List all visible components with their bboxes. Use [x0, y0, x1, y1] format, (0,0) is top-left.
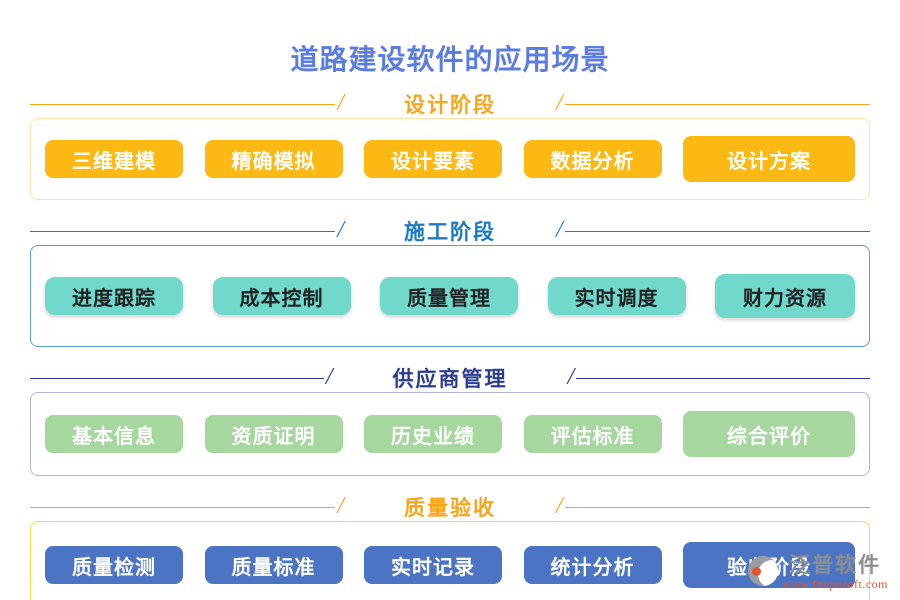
section-header: / 施工阶段 /	[30, 217, 870, 245]
scenario-button-design-plan[interactable]: 设计方案	[683, 136, 855, 182]
header-line	[30, 103, 336, 105]
sections-container: / 设计阶段 / 三维建模 精确模拟 设计要素 数据分析 设计方案 / 施工阶段…	[0, 90, 900, 600]
section-construction-phase: / 施工阶段 / 进度跟踪 成本控制 质量管理 实时调度 财力资源	[30, 217, 870, 347]
scenario-button-comprehensive-evaluation[interactable]: 综合评价	[683, 411, 855, 457]
scenario-button-realtime-records[interactable]: 实时记录	[364, 546, 502, 584]
brand-website-link[interactable]: www.fanpusoft.com	[782, 577, 888, 591]
section-box: 基本信息 资质证明 历史业绩 评估标准 综合评价	[30, 392, 870, 476]
header-line	[564, 103, 870, 105]
scenario-button-quality-standards[interactable]: 质量标准	[204, 546, 343, 584]
section-title: 质量验收	[404, 496, 496, 520]
page-title: 道路建设软件的应用场景	[290, 45, 610, 76]
brand-text: 泛普软件 www.fanpusoft.com	[782, 552, 888, 592]
scenario-button-precise-simulation[interactable]: 精确模拟	[204, 140, 343, 178]
section-header: / 质量验收 /	[30, 493, 870, 521]
scenario-button-realtime-dispatch[interactable]: 实时调度	[547, 277, 686, 315]
header-line	[576, 377, 870, 379]
scenario-button-evaluation-criteria[interactable]: 评估标准	[523, 415, 662, 453]
section-header: / 供应商管理 /	[30, 364, 870, 392]
header-line	[30, 506, 336, 508]
scenario-button-qualification-certificate[interactable]: 资质证明	[204, 415, 343, 453]
slash-decoration: /	[567, 364, 575, 390]
section-box: 进度跟踪 成本控制 质量管理 实时调度 财力资源	[30, 245, 870, 347]
section-design-phase: / 设计阶段 / 三维建模 精确模拟 设计要素 数据分析 设计方案	[30, 90, 870, 200]
section-quality-acceptance: / 质量验收 / 质量检测 质量标准 实时记录 统计分析 验收阶段	[30, 493, 870, 600]
slash-decoration: /	[337, 90, 344, 116]
scenario-button-data-analysis[interactable]: 数据分析	[523, 140, 662, 178]
logo-dot	[752, 566, 762, 576]
scenario-button-financial-resources[interactable]: 财力资源	[715, 274, 855, 318]
section-box: 质量检测 质量标准 实时记录 统计分析 验收阶段	[30, 521, 870, 600]
section-title: 供应商管理	[392, 367, 508, 391]
section-box: 三维建模 精确模拟 设计要素 数据分析 设计方案	[30, 118, 870, 200]
slash-decoration: /	[337, 493, 344, 519]
section-header: / 设计阶段 /	[30, 90, 870, 118]
brand-name: 泛普软件	[789, 552, 882, 577]
slash-decoration: /	[556, 493, 563, 519]
scenario-button-design-elements[interactable]: 设计要素	[364, 140, 502, 178]
header-line	[30, 377, 324, 379]
brand-logo: 泛普软件 www.fanpusoft.com	[748, 552, 888, 592]
section-title: 施工阶段	[404, 220, 496, 244]
section-title: 设计阶段	[404, 93, 496, 117]
header-line	[564, 230, 870, 232]
scenario-button-historical-performance[interactable]: 历史业绩	[364, 415, 502, 453]
slash-decoration: /	[325, 364, 333, 390]
slash-decoration: /	[337, 217, 344, 243]
slash-decoration: /	[556, 217, 563, 243]
scenario-button-cost-control[interactable]: 成本控制	[212, 277, 351, 315]
logo-crescent-shape	[758, 559, 779, 586]
scenario-button-quality-inspection[interactable]: 质量检测	[45, 546, 183, 584]
fanpu-logo-icon	[748, 555, 779, 586]
scenario-button-quality-management[interactable]: 质量管理	[380, 277, 518, 315]
section-supplier-management: / 供应商管理 / 基本信息 资质证明 历史业绩 评估标准 综合评价	[30, 364, 870, 476]
scenario-button-progress-tracking[interactable]: 进度跟踪	[45, 277, 183, 315]
header-line	[30, 230, 336, 232]
scenario-button-3d-modeling[interactable]: 三维建模	[45, 140, 183, 178]
scenario-button-basic-info[interactable]: 基本信息	[45, 415, 183, 453]
scenario-button-statistical-analysis[interactable]: 统计分析	[523, 546, 662, 584]
slash-decoration: /	[556, 90, 563, 116]
header-line	[564, 506, 870, 508]
